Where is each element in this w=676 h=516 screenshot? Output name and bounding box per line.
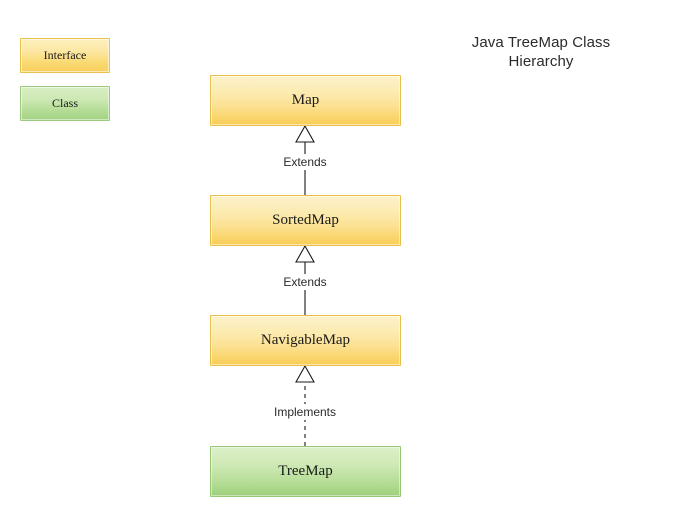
generalization-arrowhead-icon: [295, 244, 315, 263]
realization-arrowhead-icon: [295, 364, 315, 383]
node-sortedmap[interactable]: SortedMap: [210, 195, 401, 246]
diagram-title-line-1: Java TreeMap Class: [471, 34, 611, 51]
edge-label-extends-sortedmap-map: Extends: [225, 154, 385, 170]
edge-label-implements-treemap-navigablemap: Implements: [225, 404, 385, 420]
diagram-title-line-2: Hierarchy: [508, 53, 574, 70]
node-treemap-label: TreeMap: [278, 463, 333, 479]
node-treemap[interactable]: TreeMap: [210, 446, 401, 497]
node-navigablemap-label: NavigableMap: [260, 332, 351, 348]
edge-label-extends-navigablemap-sortedmap: Extends: [225, 274, 385, 290]
generalization-arrowhead-icon: [295, 124, 315, 143]
node-navigablemap[interactable]: NavigableMap: [210, 315, 401, 366]
node-sortedmap-label: SortedMap: [272, 212, 339, 228]
legend-interface-label: Interface: [43, 48, 87, 62]
node-map[interactable]: Map: [210, 75, 401, 126]
legend-item-interface: Interface: [20, 38, 110, 73]
legend-class-label: Class: [51, 96, 78, 110]
legend-item-class: Class: [20, 86, 110, 121]
diagram-title: Java TreeMap Class Hierarchy: [420, 33, 662, 71]
node-map-label: Map: [291, 92, 320, 108]
